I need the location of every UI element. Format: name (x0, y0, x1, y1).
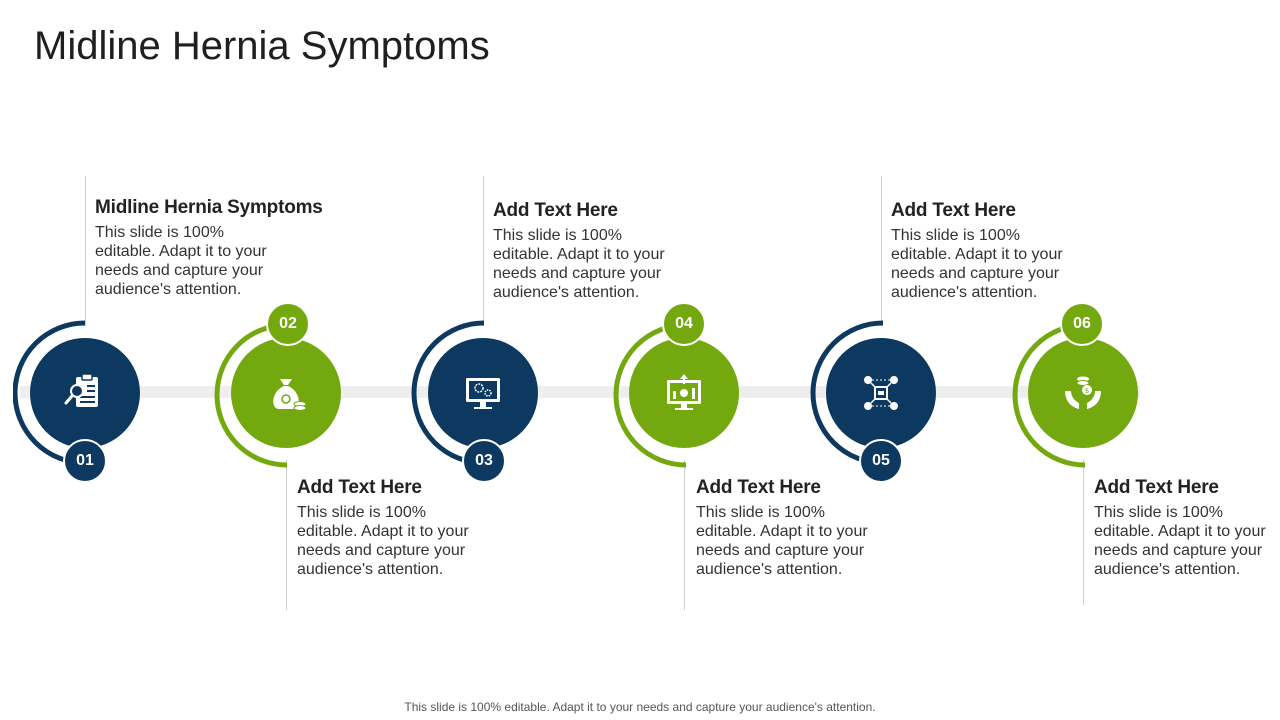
step-circle: $ (1028, 338, 1138, 448)
step-circle (428, 338, 538, 448)
step-number-badge: 01 (63, 439, 107, 483)
step-text: Midline Hernia Symptoms This slide is 10… (95, 197, 335, 299)
step-heading: Add Text Here (696, 477, 821, 498)
step-number-badge: 02 (266, 302, 310, 346)
step-text: Add Text Here This slide is 100% editabl… (1094, 477, 1274, 579)
timeline-track (20, 386, 1140, 398)
connector-line (684, 460, 685, 610)
monitor-gears-icon (466, 378, 500, 409)
step-arc (214, 322, 288, 468)
step-circle (826, 338, 936, 448)
step-number-badge: 03 (462, 439, 506, 483)
step-heading: Midline Hernia Symptoms (95, 197, 323, 218)
step-arc (613, 322, 687, 468)
step-body: This slide is 100% editable. Adapt it to… (696, 504, 868, 578)
step-arc (810, 320, 884, 466)
connector-line (483, 176, 484, 326)
svg-text:$: $ (1085, 387, 1089, 395)
step-text: Add Text Here This slide is 100% editabl… (493, 200, 673, 302)
money-bag-icon (273, 379, 307, 411)
clipboard-search-icon (64, 373, 98, 407)
step-heading: Add Text Here (297, 477, 422, 498)
step-heading: Add Text Here (493, 200, 618, 221)
step-circle (629, 338, 739, 448)
step-body: This slide is 100% editable. Adapt it to… (891, 227, 1063, 301)
step-number-badge: 05 (859, 439, 903, 483)
step-text: Add Text Here This slide is 100% editabl… (891, 200, 1071, 302)
step-body: This slide is 100% editable. Adapt it to… (95, 224, 267, 298)
network-payment-icon (864, 376, 898, 410)
connector-line (881, 176, 882, 326)
step-body: This slide is 100% editable. Adapt it to… (297, 504, 469, 578)
step-text: Add Text Here This slide is 100% editabl… (696, 477, 876, 579)
step-arc (1012, 322, 1086, 468)
connector-line (286, 460, 287, 610)
step-number-badge: 06 (1060, 302, 1104, 346)
step-circle (30, 338, 140, 448)
step-heading: Add Text Here (1094, 477, 1219, 498)
step-body: This slide is 100% editable. Adapt it to… (493, 227, 665, 301)
page-title: Midline Hernia Symptoms (34, 24, 490, 68)
step-arc (411, 320, 485, 466)
hands-coins-icon: $ (1065, 376, 1101, 409)
connector-line (85, 176, 86, 326)
step-circle (231, 338, 341, 448)
monitor-growth-icon (667, 374, 701, 410)
step-text: Add Text Here This slide is 100% editabl… (297, 477, 477, 579)
connector-line (1083, 460, 1084, 605)
step-body: This slide is 100% editable. Adapt it to… (1094, 504, 1266, 578)
footer-note: This slide is 100% editable. Adapt it to… (404, 700, 876, 714)
step-heading: Add Text Here (891, 200, 1016, 221)
step-number-badge: 04 (662, 302, 706, 346)
step-arc (13, 320, 86, 466)
